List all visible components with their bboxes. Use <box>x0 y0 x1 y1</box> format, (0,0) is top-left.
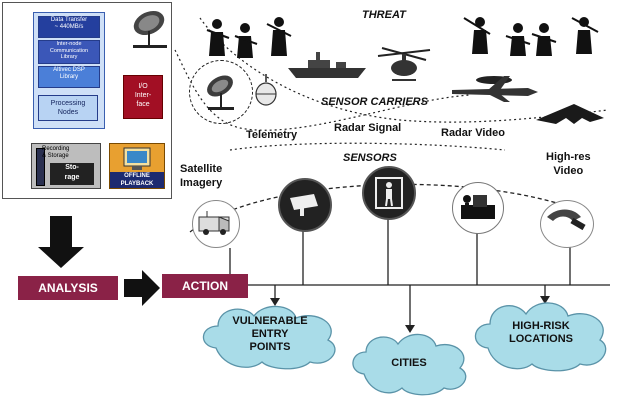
storage-label-line: Recording <box>42 146 70 152</box>
soldier-icon <box>505 23 531 56</box>
soldier-icon <box>571 17 599 54</box>
soldier-icon <box>206 19 230 56</box>
security-camera-icon <box>290 194 318 216</box>
storage-label-line: & Storage <box>42 153 69 159</box>
van-icon <box>198 211 230 235</box>
cloud-icon <box>352 333 467 396</box>
x-ray-scanner-sensor <box>452 182 504 234</box>
soldier-icon <box>463 17 491 54</box>
cloud-label-line: VULNERABLE <box>232 315 308 327</box>
storage-sub-label: Sto- <box>65 164 79 171</box>
soldiers-right-group <box>463 17 599 56</box>
satellite-imagery-label: Satellite Imagery <box>180 162 222 190</box>
io-interface-box: I/O Inter- face <box>123 75 163 119</box>
offline-playback-box: OFFLINE PLAYBACK <box>109 143 165 189</box>
radar-signal-label: Radar Signal <box>334 122 402 134</box>
cloud-label: VULNERABLE ENTRY POINTS <box>196 315 344 354</box>
body-scanner-icon <box>375 177 403 209</box>
block-label: Altivec DSP <box>53 67 85 73</box>
high-res-video-line: High-res <box>546 151 591 163</box>
block-label: Inter-node <box>56 41 82 47</box>
soldier-icon <box>531 23 557 56</box>
sensors-label: SENSORS <box>343 152 397 164</box>
x-ray-scanner-icon <box>461 195 495 219</box>
playback-label: OFFLINE PLAYBACK <box>110 172 164 188</box>
satellite-dish-bubble <box>189 60 253 124</box>
soldier-icon <box>234 23 258 58</box>
io-label: Inter- <box>134 92 152 99</box>
buoy-icon <box>255 74 277 106</box>
processing-nodes-block: Processing Nodes <box>38 95 98 121</box>
block-label: Processing <box>50 100 86 107</box>
cloud-label-line: HIGH-RISK <box>512 320 570 332</box>
awacs-plane-icon <box>452 76 538 102</box>
cloud-label-line: LOCATIONS <box>509 333 573 345</box>
sensor-arc <box>189 183 585 233</box>
communication-library-block: Inter-node Communication Library <box>38 40 100 64</box>
storage-label: Recording & Storage <box>42 146 100 160</box>
storage-sub-box: Sto- rage <box>50 163 94 185</box>
computer-icon <box>123 147 151 170</box>
warship-icon <box>288 52 366 78</box>
io-label: I/O <box>138 83 148 90</box>
threat-label: THREAT <box>362 9 406 21</box>
cloud-label: HIGH-RISK LOCATIONS <box>468 320 614 346</box>
telemetry-label: Telemetry <box>246 129 298 141</box>
stealth-bomber-icon <box>536 104 604 124</box>
handheld-scanner-sensor <box>540 200 594 248</box>
block-label: Library <box>59 74 79 80</box>
cloud-icon <box>474 302 607 372</box>
cloud-label-line: POINTS <box>249 341 291 353</box>
block-label: Library <box>60 54 78 60</box>
handheld-scanner-icon <box>547 209 586 231</box>
io-label: face <box>136 101 150 108</box>
cloud-label-line: ENTRY <box>251 328 289 340</box>
cities-cloud: CITIES <box>346 326 472 396</box>
helicopter-icon <box>377 47 431 81</box>
radar-video-label: Radar Video <box>441 127 505 139</box>
analysis-box: ANALYSIS <box>18 276 118 300</box>
vulnerable-entry-points-cloud: VULNERABLE ENTRY POINTS <box>196 298 344 370</box>
satellite-imagery-line: Imagery <box>180 177 223 189</box>
high-res-video-line: Video <box>553 165 584 177</box>
soldiers-left-group <box>206 17 292 58</box>
block-label: Communication <box>49 47 89 54</box>
dotted-trail <box>199 17 609 123</box>
block-label: Nodes <box>57 109 79 116</box>
sensor-carriers-label: SENSOR CARRIERS <box>321 96 428 108</box>
body-scanner-sensor <box>362 166 416 220</box>
high-res-video-label: High-res Video <box>546 150 591 178</box>
high-risk-locations-cloud: HIGH-RISK LOCATIONS <box>468 294 614 372</box>
van-sensor <box>192 200 240 248</box>
block-label: ~ 440MB/s <box>54 24 84 30</box>
right-arrow <box>124 270 160 306</box>
dotted-trail <box>229 142 506 151</box>
processing-stack: Data Transfer ~ 440MB/s Inter-node Commu… <box>33 12 105 129</box>
playback-label-line: PLAYBACK <box>120 181 154 187</box>
disk-drive-icon <box>36 148 45 186</box>
data-transfer-block: Data Transfer ~ 440MB/s <box>38 16 100 38</box>
storage-sub-label: rage <box>64 174 80 181</box>
camera-sensor <box>278 178 332 232</box>
dsp-library-block: Altivec DSP Library <box>38 66 100 88</box>
soldier-icon <box>266 17 292 56</box>
satellite-dish-icon <box>133 10 167 48</box>
action-box: ACTION <box>162 274 248 298</box>
processing-system-panel: Data Transfer ~ 440MB/s Inter-node Commu… <box>2 2 172 199</box>
cities-label: CITIES <box>391 357 427 369</box>
block-label: Data Transfer <box>50 17 88 23</box>
satellite-dish-icon <box>207 75 234 110</box>
cloud-icon <box>202 305 336 370</box>
down-arrow <box>38 216 84 268</box>
recording-storage-box: Recording & Storage Sto- rage <box>31 143 101 189</box>
satellite-imagery-line: Satellite <box>180 163 223 175</box>
playback-label-line: OFFLINE <box>124 173 150 179</box>
